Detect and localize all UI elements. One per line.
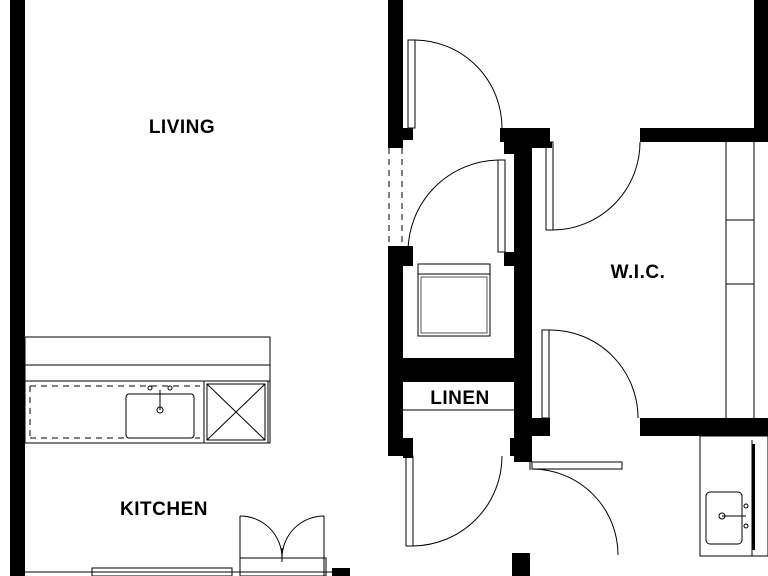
wall-center-upper-stub: [403, 128, 413, 140]
wall-wic-left-top-stub: [532, 142, 552, 148]
wall-center-lower: [388, 246, 403, 456]
wall-linen-bottom-stub: [510, 438, 532, 456]
wall-bottom-hall: [512, 553, 530, 576]
wall-wic-bottom: [640, 418, 768, 436]
door-laundry: [407, 159, 506, 253]
door-linen-lower: [405, 455, 503, 547]
wall-center-upper: [388, 0, 403, 148]
wall-left-exterior: [10, 0, 25, 576]
kitchen-counter: [24, 336, 271, 444]
wall-linen-top: [388, 358, 532, 382]
room-label-wic: W.I.C.: [611, 262, 666, 283]
door-wic-lower: [541, 329, 639, 419]
kitchen-bottom-appliances: [25, 557, 332, 576]
bath-vanity: [699, 435, 768, 557]
walls: [10, 0, 768, 576]
bathroom-sink-icon: [705, 491, 749, 545]
wall-right-exterior: [754, 0, 768, 140]
doors: [239, 39, 641, 576]
door-wic-upper: [545, 141, 641, 231]
wall-closet-stub-top: [504, 142, 514, 154]
wall-wic-top: [640, 128, 768, 142]
wall-center-bottom-stub: [403, 438, 413, 458]
wall-center-lower-stub: [403, 246, 413, 266]
wic-shelving: [725, 142, 755, 418]
wall-closet-top: [500, 128, 550, 142]
door-bath: [529, 456, 623, 556]
door-pantry: [239, 515, 325, 576]
wall-closet-right: [514, 142, 532, 382]
wall-closet-stub-mid: [504, 252, 514, 266]
washer-dryer-icon: [417, 263, 491, 337]
door-upper-hall: [407, 39, 503, 129]
wall-wic-left-bottom-stub: [532, 418, 550, 436]
room-label-kitchen: KITCHEN: [120, 499, 208, 520]
wall-opening: [388, 148, 403, 246]
dishwasher-icon: [203, 380, 269, 444]
wall-bottom-kitchen: [332, 568, 350, 576]
room-label-living: LIVING: [149, 117, 215, 138]
room-label-linen: LINEN: [430, 388, 490, 409]
kitchen-sink-icon: [125, 385, 195, 439]
